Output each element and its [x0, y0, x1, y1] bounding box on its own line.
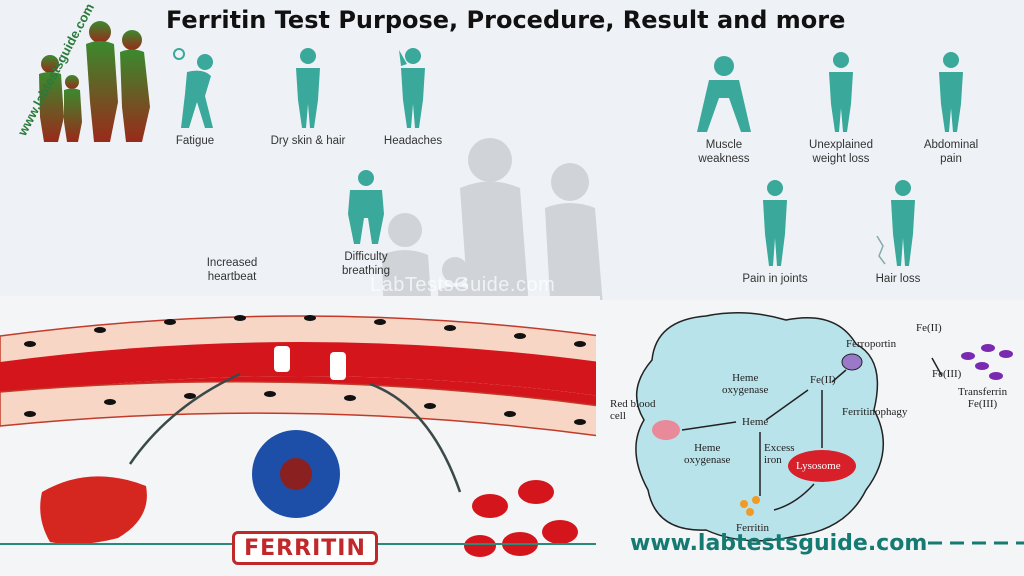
cell-shape	[635, 312, 1013, 542]
label-heme: Heme	[742, 416, 769, 428]
transferrin-icon	[961, 344, 1013, 380]
symptom-label-line1: Increased	[206, 257, 258, 269]
symptom-label-line1: Abdominal	[923, 139, 979, 151]
symptom-dry-skin: Dry skin & hair	[268, 44, 348, 148]
symptom-label-line1: Unexplained	[809, 139, 873, 151]
symptom-label-line2: pain	[940, 153, 962, 165]
symptom-joint-pain: Pain in joints	[730, 176, 820, 286]
weight-loss-figure-icon	[829, 52, 853, 132]
diagram-arrows	[681, 357, 943, 511]
website-url: www.labtestsguide.com	[630, 531, 928, 556]
ferroportin-icon	[841, 353, 863, 371]
symptom-hair-loss: Hair loss	[858, 176, 938, 286]
muscle-weakness-figure-icon	[697, 56, 751, 132]
fatigue-figure-icon	[173, 48, 213, 128]
symptom-increased-heartbeat: Increased heartbeat	[192, 252, 272, 284]
label-ferritinophagy: Ferritinophagy	[842, 406, 908, 418]
label-lysosome: Lysosome	[796, 460, 841, 472]
symptom-label-line2: heartbeat	[207, 271, 257, 283]
symptom-label: Dry skin & hair	[270, 135, 346, 147]
symptom-label-line1: Muscle	[705, 139, 743, 151]
cell-nuclei	[24, 315, 586, 425]
symptom-label: Pain in joints	[742, 273, 808, 285]
ferritin-dots-icon	[740, 496, 760, 516]
abdominal-pain-figure-icon	[939, 52, 963, 132]
logo: www.labtestsguide.com	[4, 1, 154, 147]
label-ferroportin: Ferroportin	[846, 338, 897, 350]
headache-figure-icon	[399, 48, 425, 128]
label-ferritin: Ferritin	[736, 522, 769, 534]
symptom-label-line2: breathing	[342, 265, 390, 277]
leaking-cells	[274, 346, 346, 380]
symptom-headaches: Headaches	[378, 44, 448, 148]
symptom-muscle-weakness: Muscle weakness	[684, 46, 764, 166]
arrow-to-blood-cells	[369, 382, 462, 493]
label-fe2-outer: Fe(II)	[916, 322, 942, 334]
symptom-label: Fatigue	[175, 135, 215, 147]
hair-loss-figure-icon	[876, 180, 915, 266]
symptom-label: Headaches	[383, 135, 443, 147]
blood-vessel-illustration	[0, 296, 600, 576]
symptom-label-line1: Difficulty	[344, 251, 388, 263]
symptom-label-line2: weight loss	[812, 153, 870, 165]
label-fe2-inner: Fe(II)	[810, 374, 836, 386]
lysosome-icon	[788, 450, 856, 482]
dashed-divider	[928, 541, 1024, 545]
ferritin-molecule-icon	[252, 430, 340, 518]
symptom-fatigue: Fatigue	[160, 44, 230, 148]
arrow-to-liver	[128, 372, 241, 465]
symptom-label: Hair loss	[875, 273, 921, 285]
breathing-figure-icon	[348, 170, 384, 244]
watermark-text: LabTestsGuide.com	[370, 274, 556, 296]
label-fe3-outer: Fe(III)	[932, 368, 962, 380]
symptom-difficulty-breathing: Difficulty breathing	[326, 164, 406, 278]
ferritin-label: FERRITIN	[232, 531, 378, 565]
page-title: Ferritin Test Purpose, Procedure, Result…	[166, 6, 846, 34]
liver-icon	[40, 476, 147, 545]
symptom-weight-loss: Unexplained weight loss	[798, 46, 884, 166]
family-logo-icon	[39, 21, 150, 142]
symptom-abdominal-pain: Abdominal pain	[914, 46, 988, 166]
dry-skin-figure-icon	[296, 48, 320, 128]
red-blood-cells-icon	[464, 480, 578, 557]
red-blood-cell-icon	[652, 420, 680, 440]
joint-pain-figure-icon	[763, 180, 787, 266]
vessel-lumen	[0, 342, 600, 396]
symptom-label-line2: weakness	[698, 153, 750, 165]
